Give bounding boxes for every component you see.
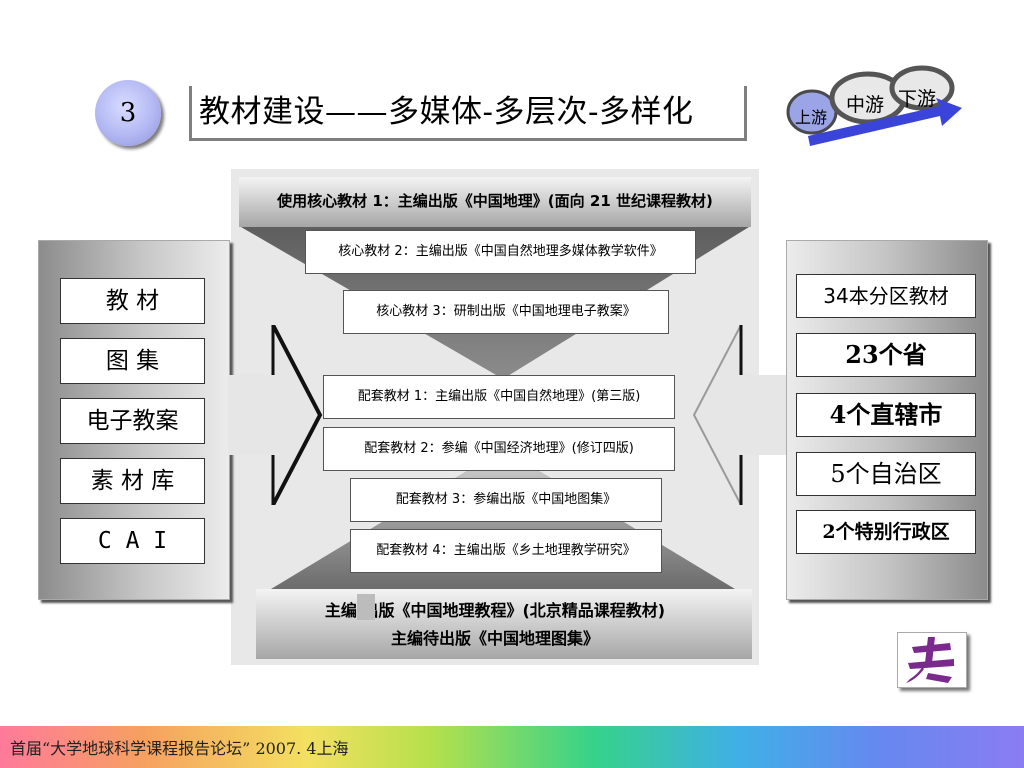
right-item-provinces: 23个省 <box>796 333 976 377</box>
core-material-1: 使用核心教材 1：主编出版《中国地理》(面向 21 世纪课程教材) <box>277 192 713 210</box>
right-item-special-regions: 2个特别行政区 <box>796 510 976 554</box>
right-item-autonomous-regions: 5个自治区 <box>796 452 976 496</box>
river-upstream-label: 上游 <box>795 108 828 127</box>
section-number-badge <box>95 80 161 146</box>
footer-gradient-bar <box>0 726 1024 768</box>
slide-title: 教材建设——多媒体-多层次-多样化 <box>199 94 694 130</box>
support-material-4: 配套教材 4：主编出版《乡土地理教学研究》 <box>350 529 662 573</box>
river-flow-icon <box>780 60 970 155</box>
right-arrow-icon <box>692 325 786 505</box>
footer-forum-text: 首届“大学地球科学课程报告论坛” 2007. 4上海 <box>10 739 349 758</box>
left-arrow-icon <box>228 325 323 505</box>
support-material-1: 配套教材 1：主编出版《中国自然地理》(第三版) <box>323 375 675 419</box>
left-item-material-library: 素 材 库 <box>60 458 205 504</box>
core-material-2: 核心教材 2：主编出版《中国自然地理多媒体教学软件》 <box>305 230 696 274</box>
left-item-textbook: 教 材 <box>60 278 205 324</box>
left-item-atlas: 图 集 <box>60 338 205 384</box>
bottom-textbook-line: 主编 出版《中国地理教程》(北京精品课程教材) <box>324 601 666 620</box>
left-item-e-lesson: 电子教案 <box>60 398 205 444</box>
support-material-2: 配套教材 2：参编《中国经济地理》(修订四版) <box>323 427 675 471</box>
bottom-atlas-line: 主编待出版《中国地理图集》 <box>390 629 599 648</box>
redaction-patch <box>357 594 375 620</box>
section-number: 3 <box>119 98 137 128</box>
left-item-cai: C A I <box>60 518 205 564</box>
river-midstream-label: 中游 <box>846 94 885 116</box>
right-item-regional-textbooks: 34本分区教材 <box>796 274 976 318</box>
support-material-3: 配套教材 3：参编出版《中国地图集》 <box>350 478 662 522</box>
calligraphy-logo-icon <box>897 632 967 688</box>
core-material-3: 核心教材 3：研制出版《中国地理电子教案》 <box>343 290 669 334</box>
title-frame <box>189 86 747 141</box>
river-downstream-label: 下游 <box>898 88 937 110</box>
right-item-municipalities: 4个直辖市 <box>796 393 976 437</box>
